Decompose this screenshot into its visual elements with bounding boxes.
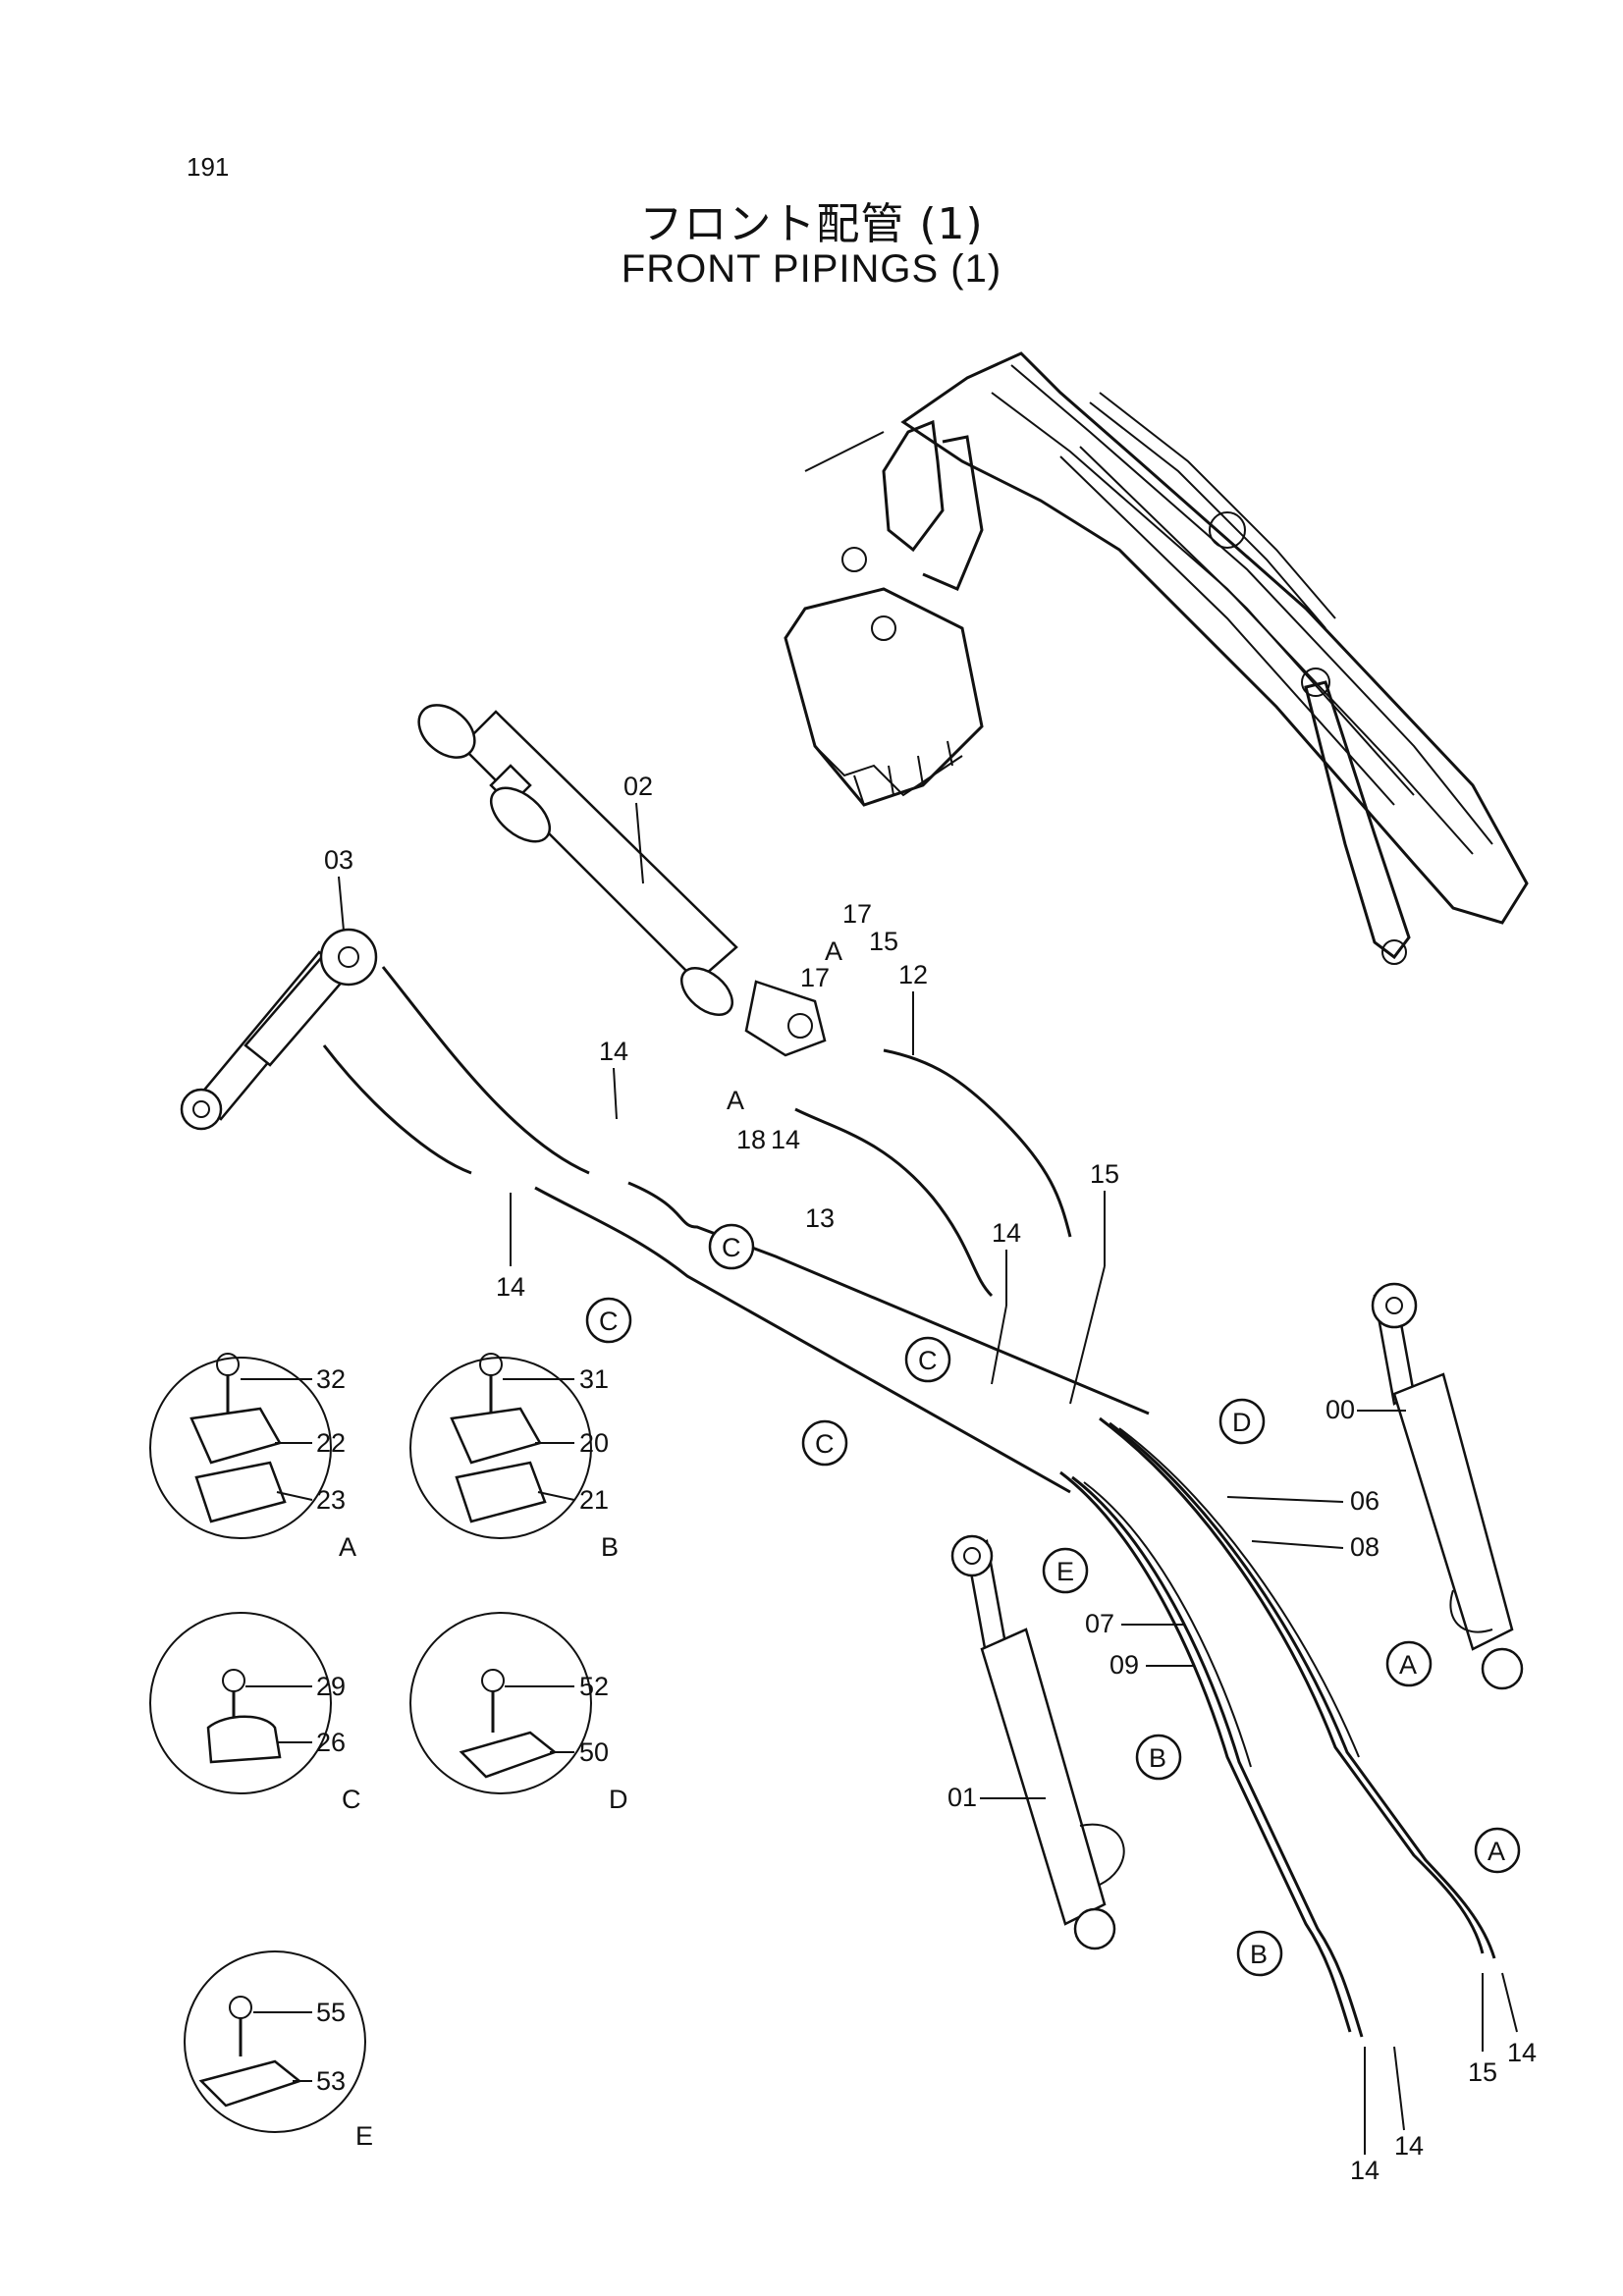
callout-15-right: 15 <box>1090 1159 1119 1189</box>
callout-02: 02 <box>623 772 653 801</box>
detail-d-bolt-label: 52 <box>579 1672 609 1701</box>
callout-06: 06 <box>1350 1486 1380 1516</box>
callout-18: 18 <box>736 1125 766 1154</box>
callout-13-bolt-17: 17 <box>800 963 830 992</box>
callout-15-top: 15 <box>869 927 898 956</box>
pipe-bundle <box>1059 1416 1496 2038</box>
callout-08: 08 <box>1350 1532 1380 1562</box>
page-number: 191 <box>187 152 230 182</box>
callout-01: 01 <box>947 1783 977 1812</box>
detail-a-lower-label: 23 <box>316 1485 346 1515</box>
detail-view-b <box>409 1353 592 1539</box>
callout-14-center: 14 <box>992 1218 1021 1248</box>
clamp-marker-a-1: A <box>1399 1650 1417 1680</box>
detail-a-letter: A <box>339 1532 356 1562</box>
bucket-cylinder-03 <box>180 928 378 1131</box>
detail-b-upper-label: 20 <box>579 1428 609 1458</box>
detail-d-clamp-label: 50 <box>579 1737 609 1767</box>
callout-14-upper: 14 <box>599 1037 628 1066</box>
detail-c-letter: C <box>342 1785 361 1814</box>
clamp-marker-c-2: C <box>722 1233 741 1262</box>
hoses-upper <box>322 966 1150 1494</box>
title-english: FRONT PIPINGS (1) <box>621 247 1002 291</box>
callout-15-bottom: 15 <box>1468 2057 1497 2087</box>
callout-14-bottom-c: 14 <box>1507 2038 1537 2067</box>
clamp-markers: C C C C D E A A B B <box>585 1223 1521 1977</box>
detail-view-c <box>149 1612 332 1794</box>
clamp-marker-d: D <box>1232 1408 1252 1437</box>
clamp-marker-a-2: A <box>1488 1837 1505 1866</box>
arm-cylinder-01 <box>950 1534 1125 1950</box>
clamp-marker-c-1: C <box>599 1307 619 1336</box>
callout-14-mid: 14 <box>771 1125 800 1154</box>
clamp-marker-b-2: B <box>1250 1940 1268 1969</box>
clamp-marker-b-1: B <box>1149 1743 1166 1773</box>
detail-view-d <box>409 1612 592 1794</box>
detail-a-bolt-label: 32 <box>316 1364 346 1394</box>
detail-b-bolt-label: 31 <box>579 1364 609 1394</box>
arm-cylinder-02 <box>417 704 827 1057</box>
detail-e-letter: E <box>355 2121 373 2151</box>
clamp-marker-c-4: C <box>815 1429 835 1459</box>
callout-09: 09 <box>1109 1650 1139 1680</box>
detail-e-clamp-label: 53 <box>316 2066 346 2096</box>
callout-03: 03 <box>324 845 353 875</box>
callout-14-left: 14 <box>496 1272 525 1302</box>
marker-a-lower: A <box>727 1086 744 1115</box>
callout-00: 00 <box>1325 1395 1355 1424</box>
clamp-marker-c-3: C <box>918 1346 938 1375</box>
callout-12: 12 <box>898 960 928 989</box>
detail-d-letter: D <box>609 1785 628 1814</box>
detail-view-a <box>149 1353 332 1539</box>
boom-cylinder-00 <box>1371 1282 1524 1690</box>
clamp-marker-e: E <box>1056 1557 1074 1586</box>
detail-view-e <box>184 1950 366 2133</box>
callout-14-bottom-a: 14 <box>1350 2156 1380 2185</box>
callout-07: 07 <box>1085 1609 1114 1638</box>
detail-a-upper-label: 22 <box>316 1428 346 1458</box>
detail-b-lower-label: 21 <box>579 1485 609 1515</box>
detail-b-letter: B <box>601 1532 619 1562</box>
title-japanese: フロント配管 (1) <box>639 199 984 249</box>
marker-a-upper: A <box>825 936 842 966</box>
callout-17: 17 <box>842 899 872 929</box>
detail-e-bolt-label: 55 <box>316 1998 346 2027</box>
detail-c-bolt-label: 29 <box>316 1672 346 1701</box>
detail-c-clamp-label: 26 <box>316 1728 346 1757</box>
callout-13: 13 <box>805 1203 835 1233</box>
callout-14-bottom-b: 14 <box>1394 2131 1424 2161</box>
excavator-front-overview <box>784 351 1529 965</box>
